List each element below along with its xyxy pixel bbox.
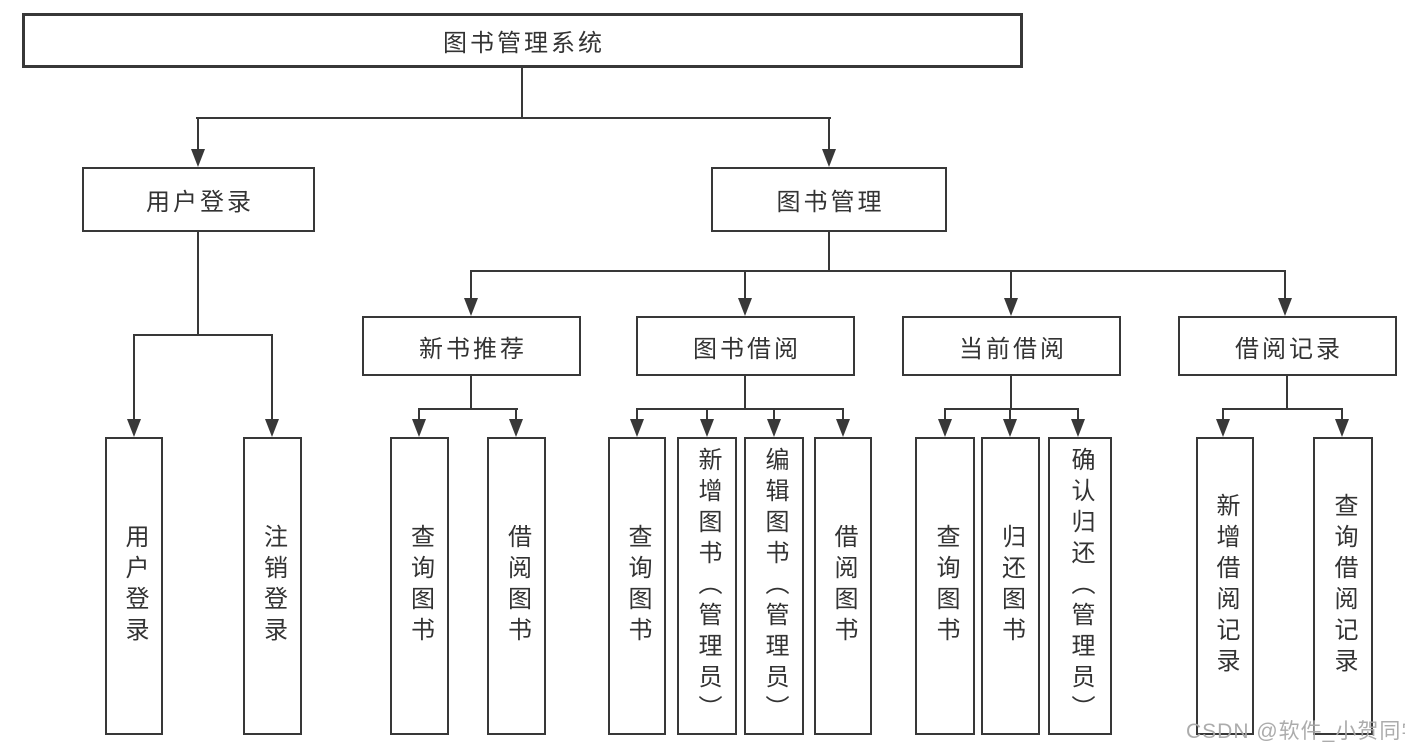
node-borrow-records: 借阅记录 — [1178, 316, 1397, 376]
leaf-query-borrow-record-label: 查询借阅记录 — [1330, 493, 1357, 679]
edge-to-leaf-query-current — [944, 408, 946, 424]
edge-to-borrow-records — [1284, 270, 1286, 302]
edge-recommend-bar — [418, 408, 518, 410]
arrowhead-borrow-records-icon — [1278, 298, 1292, 316]
leaf-user-login: 用户登录 — [105, 437, 163, 735]
arrowhead-leaf-return-icon — [1003, 419, 1017, 437]
leaf-query-books-recommend: 查询图书 — [390, 437, 449, 735]
leaf-confirm-return-admin: 确认归还（管理员） — [1048, 437, 1112, 735]
leaf-add-book-admin-label: 新增图书（管理员） — [694, 446, 721, 726]
edge-root-branch-bar — [196, 117, 831, 119]
edge-to-leaf-user-login — [133, 334, 135, 422]
edge-to-leaf-add-record — [1222, 408, 1224, 424]
edge-recommend-trunk — [470, 376, 472, 409]
node-book-management-label: 图书管理 — [776, 189, 885, 216]
leaf-query-borrow-record: 查询借阅记录 — [1313, 437, 1373, 735]
edge-to-leaf-borrow-books — [842, 408, 844, 424]
edge-to-leaf-query-record — [1341, 408, 1343, 424]
node-root: 图书管理系统 — [22, 13, 1023, 68]
arrowhead-leaf-add-book-icon — [700, 419, 714, 437]
edge-to-new-book-recommend — [470, 270, 472, 302]
edge-to-leaf-add-book — [706, 408, 708, 424]
arrowhead-leaf-query-recommend-icon — [412, 419, 426, 437]
node-user-login: 用户登录 — [82, 167, 315, 232]
arrowhead-new-book-recommend-icon — [464, 298, 478, 316]
arrowhead-current-borrow-icon — [1004, 298, 1018, 316]
edge-to-leaf-confirm-return — [1077, 408, 1079, 424]
edge-to-leaf-borrow-recommend — [515, 408, 517, 424]
watermark: CSDN @软件_小贺同学 — [1186, 720, 1405, 743]
node-new-book-recommend-label: 新书推荐 — [419, 335, 527, 363]
leaf-add-borrow-record-label: 新增借阅记录 — [1212, 493, 1239, 679]
edge-to-book-borrow — [744, 270, 746, 302]
arrowhead-leaf-query-record-icon — [1335, 419, 1349, 437]
leaf-borrow-books-recommend: 借阅图书 — [487, 437, 546, 735]
arrowhead-leaf-edit-book-icon — [767, 419, 781, 437]
arrowhead-leaf-add-record-icon — [1216, 419, 1230, 437]
leaf-query-books-current: 查询图书 — [915, 437, 975, 735]
leaf-edit-book-admin-label: 编辑图书（管理员） — [761, 446, 788, 726]
edge-to-leaf-return — [1009, 408, 1011, 424]
arrowhead-leaf-query-current-icon — [938, 419, 952, 437]
leaf-logout-label: 注销登录 — [259, 524, 287, 648]
leaf-query-books-recommend-label: 查询图书 — [406, 524, 434, 648]
edge-to-leaf-query-recommend — [418, 408, 420, 424]
arrowhead-leaf-borrow-recommend-icon — [509, 419, 523, 437]
node-current-borrow: 当前借阅 — [902, 316, 1121, 376]
leaf-confirm-return-admin-label: 确认归还（管理员） — [1067, 446, 1094, 726]
edge-to-leaf-query-borrow — [636, 408, 638, 424]
edge-to-leaf-logout — [271, 334, 273, 422]
node-new-book-recommend: 新书推荐 — [362, 316, 581, 376]
leaf-borrow-books-recommend-label: 借阅图书 — [503, 524, 531, 648]
arrowhead-book-borrow-icon — [738, 298, 752, 316]
leaf-return-books-label: 归还图书 — [997, 524, 1025, 648]
leaf-user-login-label: 用户登录 — [121, 524, 148, 648]
edge-to-user-login — [197, 117, 199, 157]
leaf-query-books-borrow-label: 查询图书 — [624, 524, 651, 648]
node-root-label: 图书管理系统 — [443, 30, 605, 57]
leaf-return-books: 归还图书 — [981, 437, 1040, 735]
leaf-query-books-borrow: 查询图书 — [608, 437, 666, 735]
edge-to-book-management — [828, 117, 830, 157]
edge-borrow-trunk — [744, 376, 746, 409]
edge-user-login-trunk — [197, 232, 199, 335]
leaf-logout: 注销登录 — [243, 437, 302, 735]
edge-current-bar — [944, 408, 1079, 410]
leaf-query-books-current-label: 查询图书 — [932, 524, 959, 648]
node-current-borrow-label: 当前借阅 — [959, 335, 1067, 363]
edge-borrow-bar — [636, 408, 844, 410]
leaf-edit-book-admin: 编辑图书（管理员） — [744, 437, 804, 735]
node-book-borrow-label: 图书借阅 — [693, 335, 801, 363]
arrowhead-leaf-query-borrow-icon — [630, 419, 644, 437]
edge-book-management-trunk — [828, 232, 830, 271]
arrowhead-user-login-icon — [191, 149, 205, 167]
leaf-borrow-books-label: 借阅图书 — [830, 524, 857, 648]
edge-user-login-bar — [133, 334, 273, 336]
node-user-login-label: 用户登录 — [146, 189, 254, 216]
node-book-borrow: 图书借阅 — [636, 316, 855, 376]
arrowhead-leaf-logout-icon — [265, 419, 279, 437]
arrowhead-leaf-user-login-icon — [127, 419, 141, 437]
arrowhead-book-management-icon — [822, 149, 836, 167]
node-borrow-records-label: 借阅记录 — [1235, 335, 1343, 363]
edge-level3-bar — [470, 270, 1286, 272]
arrowhead-leaf-borrow-books-icon — [836, 419, 850, 437]
leaf-add-borrow-record: 新增借阅记录 — [1196, 437, 1254, 735]
edge-root-trunk — [521, 68, 523, 118]
edge-to-current-borrow — [1010, 270, 1012, 302]
edge-records-trunk — [1286, 376, 1288, 409]
leaf-borrow-books: 借阅图书 — [814, 437, 872, 735]
leaf-add-book-admin: 新增图书（管理员） — [677, 437, 737, 735]
node-book-management: 图书管理 — [711, 167, 947, 232]
arrowhead-leaf-confirm-return-icon — [1071, 419, 1085, 437]
edge-current-trunk — [1010, 376, 1012, 409]
edge-to-leaf-edit-book — [773, 408, 775, 424]
edge-records-bar — [1222, 408, 1343, 410]
